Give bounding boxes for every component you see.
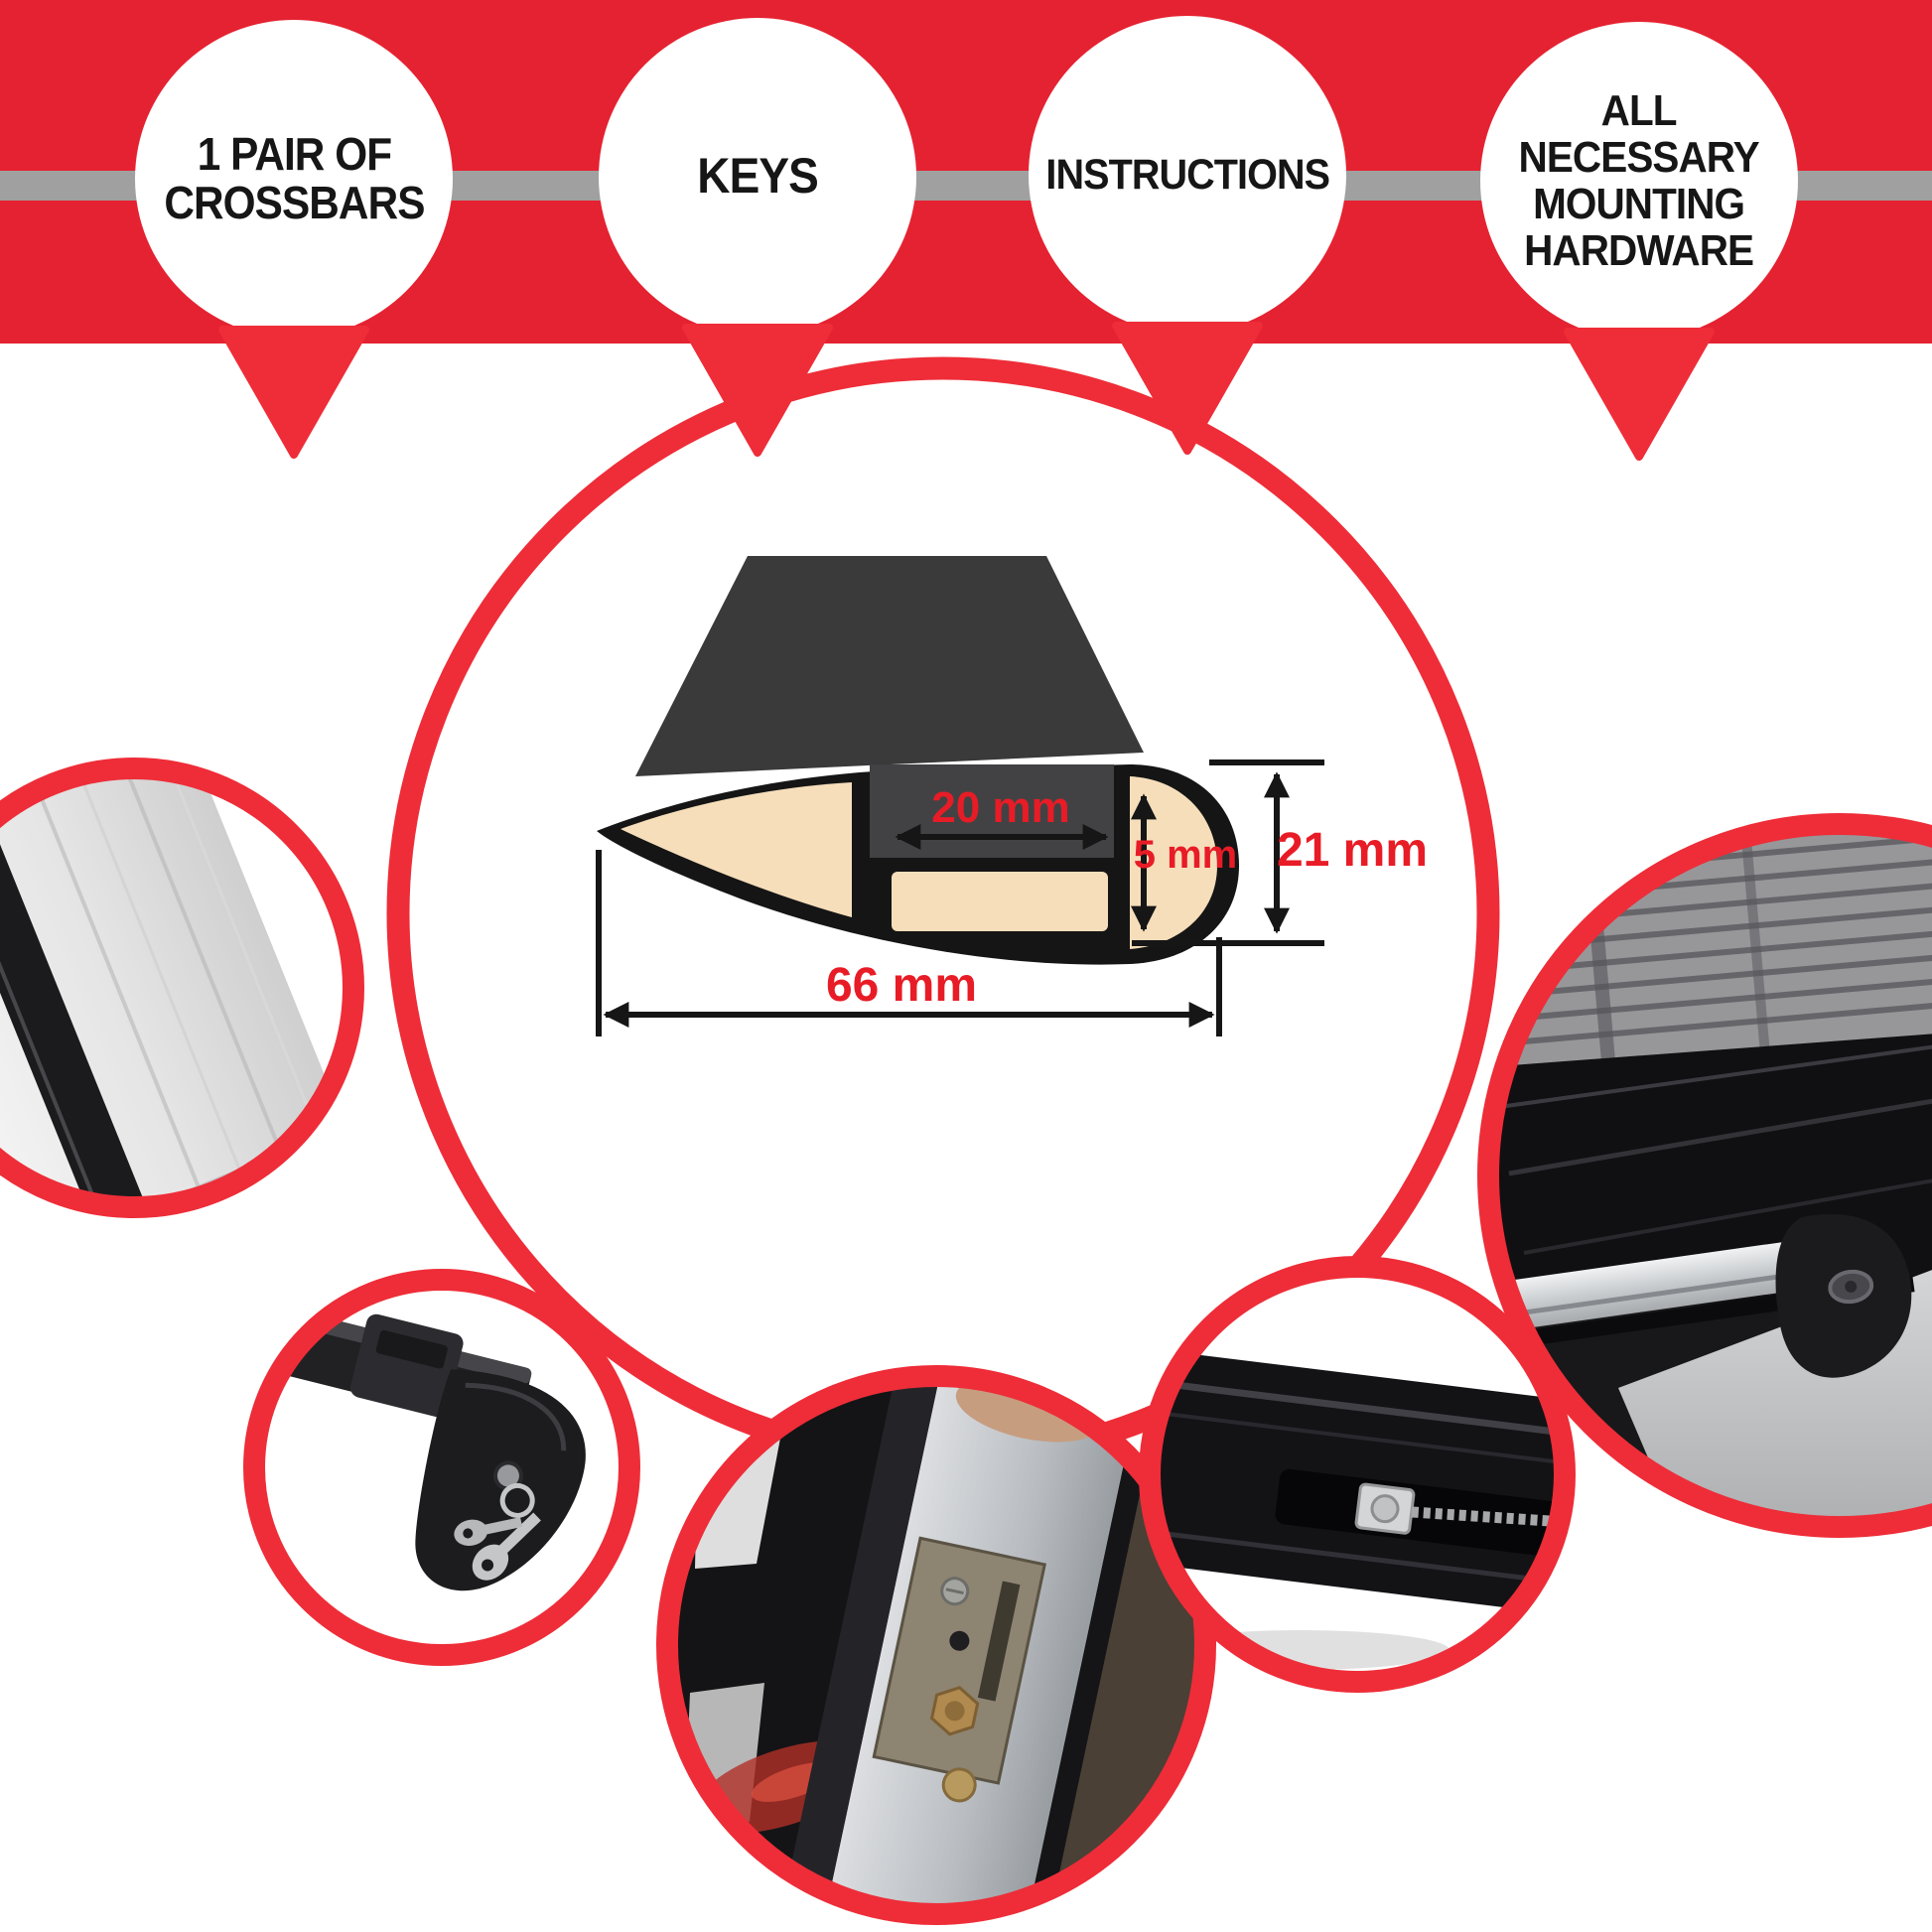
badge-instructions-label: INSTRUCTIONS [1045,151,1330,199]
dim-20mm-label: 20 mm [931,783,1069,832]
badge-keys: KEYS [599,18,916,336]
cross-section-panel: 20 mm 5 mm 21 mm 66 mm [386,356,1500,1470]
dim-66mm-label: 66 mm [826,959,977,1012]
figure-mount-ring [656,1365,1216,1925]
badge-crossbars-label: 1 PAIR OF CROSSBARS [163,127,425,228]
badge-hardware: ALL NECESSARY MOUNTING HARDWARE [1480,22,1798,340]
pointer-instructions [1112,322,1263,455]
figure-clamp [1139,1256,1576,1693]
figure-aluminum-ring [0,758,364,1218]
roof-illustration [1497,833,1932,1518]
badge-keys-label: KEYS [697,148,819,205]
profile-left-chamber [621,782,852,917]
figure-keys-foot [243,1269,640,1666]
figure-clamp-ring [1139,1256,1576,1693]
badge-instructions: INSTRUCTIONS [1029,16,1346,334]
bracket-plate [872,1536,1047,1803]
figure-aluminum-profile [0,758,364,1218]
dim-21mm-label: 21 mm [1277,824,1428,877]
pointer-keys [682,324,833,457]
top-banner: 1 PAIR OF CROSSBARS KEYS INSTRUCTIONS AL… [0,0,1932,344]
keys-icon [454,1482,541,1581]
profile-lower-chamber [892,872,1108,931]
badge-hardware-label: ALL NECESSARY MOUNTING HARDWARE [1518,85,1760,276]
figure-keys-ring [243,1269,640,1666]
badge-pointers [218,322,1715,461]
pointer-crossbars [218,326,369,459]
clamp-illustration [1159,1350,1556,1670]
pointer-hardware [1564,328,1715,461]
figure-roof-mounted [1477,813,1932,1538]
rubber-strip [0,777,148,1198]
bar-channel [1275,1468,1556,1562]
dimension-lines [596,759,1324,1036]
figure-mount-bracket [656,1365,1216,1925]
badge-crossbars: 1 PAIR OF CROSSBARS [135,20,453,338]
profile-top-trapezoid [635,556,1144,776]
clamp-bolt-icon [1370,1494,1400,1524]
mounted-crossbar [1497,1214,1915,1378]
figure-roof-ring [1477,813,1932,1538]
dim-5mm-label: 5 mm [1134,833,1238,877]
